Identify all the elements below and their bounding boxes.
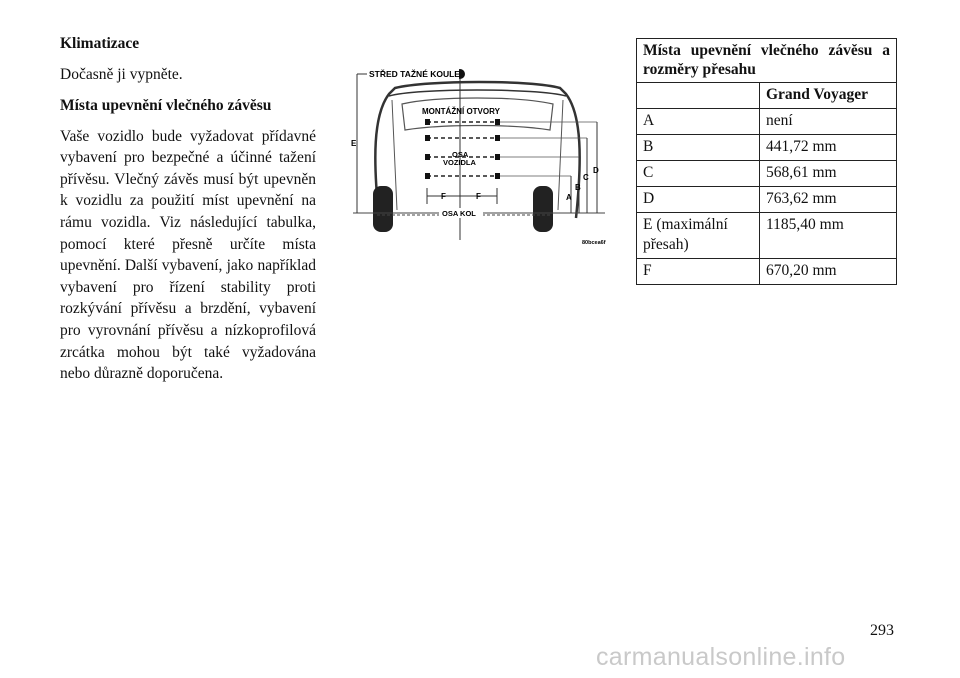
table-row: A není <box>636 108 897 135</box>
dim-label-e: E <box>351 139 357 148</box>
label-vehicle-axis-1: OSA <box>452 150 469 159</box>
table-row: D 763,62 mm <box>636 186 897 213</box>
table-row: C 568,61 mm <box>636 160 897 187</box>
label-mounting-holes: MONTÁŽNÍ OTVORY <box>422 107 501 116</box>
row-value: 568,61 mm <box>759 160 897 187</box>
vehicle-outline <box>374 80 581 219</box>
roof-line <box>388 89 567 97</box>
row-label: F <box>636 258 760 285</box>
dim-label-f-left: F <box>441 192 446 201</box>
dimension-leaders <box>500 121 597 177</box>
right-wheel <box>533 186 553 232</box>
row-label: A <box>636 108 760 135</box>
table-title: Místa upevnění vlečného závěsu a rozměry… <box>636 38 897 83</box>
page-number: 293 <box>870 622 894 639</box>
table-header-empty <box>636 82 760 109</box>
table-row: B 441,72 mm <box>636 134 897 161</box>
row-value: 1185,40 mm <box>759 212 897 259</box>
dim-label-b: B <box>575 183 581 192</box>
body-inner-lines <box>391 99 564 211</box>
mounting-hole-markers <box>425 119 500 179</box>
row-value: 763,62 mm <box>759 186 897 213</box>
wheel-axis-label-bg <box>439 208 483 218</box>
figure-code: 80bcea6f <box>582 240 606 246</box>
row-label: D <box>636 186 760 213</box>
paragraph-climate: Dočasně ji vypněte. <box>60 66 183 83</box>
dimension-bars <box>356 74 598 213</box>
row-value: 670,20 mm <box>759 258 897 285</box>
left-text-column: Klimatizace Dočasně ji vypněte. Místa up… <box>60 34 316 395</box>
hitch-diagram: STŘED TAŽNÉ KOULE MONTÁŽNÍ OTVORY OSA VO… <box>347 60 612 265</box>
watermark: carmanualsonline.info <box>596 643 846 671</box>
paragraph-mounting-points: Vaše vozidlo bude vyžadovat přídavné vyb… <box>60 127 316 383</box>
row-value: není <box>759 108 897 135</box>
ball-label-bg <box>367 68 459 79</box>
row-value: 441,72 mm <box>759 134 897 161</box>
row-label: E (maximální přesah) <box>636 212 760 259</box>
dim-label-f-right: F <box>476 192 481 201</box>
dim-label-a: A <box>566 193 572 202</box>
heading-climate: Klimatizace <box>60 35 140 52</box>
heading-mounting-points: Místa upevnění vlečného závěsu <box>60 96 272 114</box>
dim-label-d: D <box>593 166 599 175</box>
row-label: C <box>636 160 760 187</box>
mounting-hole-rows <box>427 121 497 177</box>
hitch-dimensions-table: Místa upevnění vlečného závěsu a rozměry… <box>636 38 897 285</box>
table-column-header: Grand Voyager <box>759 82 897 109</box>
label-ball-center: STŘED TAŽNÉ KOULE <box>369 68 460 79</box>
dim-label-c: C <box>583 173 589 182</box>
hitch-diagram-svg: STŘED TAŽNÉ KOULE MONTÁŽNÍ OTVORY OSA VO… <box>351 68 606 246</box>
left-wheel <box>373 186 393 232</box>
label-vehicle-axis-2: VOZIDLA <box>443 158 476 167</box>
table-row: F 670,20 mm <box>636 258 897 285</box>
table-row: E (maximální přesah) 1185,40 mm <box>636 212 897 259</box>
row-label: B <box>636 134 760 161</box>
label-wheel-axis: OSA KOL <box>442 209 476 218</box>
rear-window <box>401 97 554 131</box>
